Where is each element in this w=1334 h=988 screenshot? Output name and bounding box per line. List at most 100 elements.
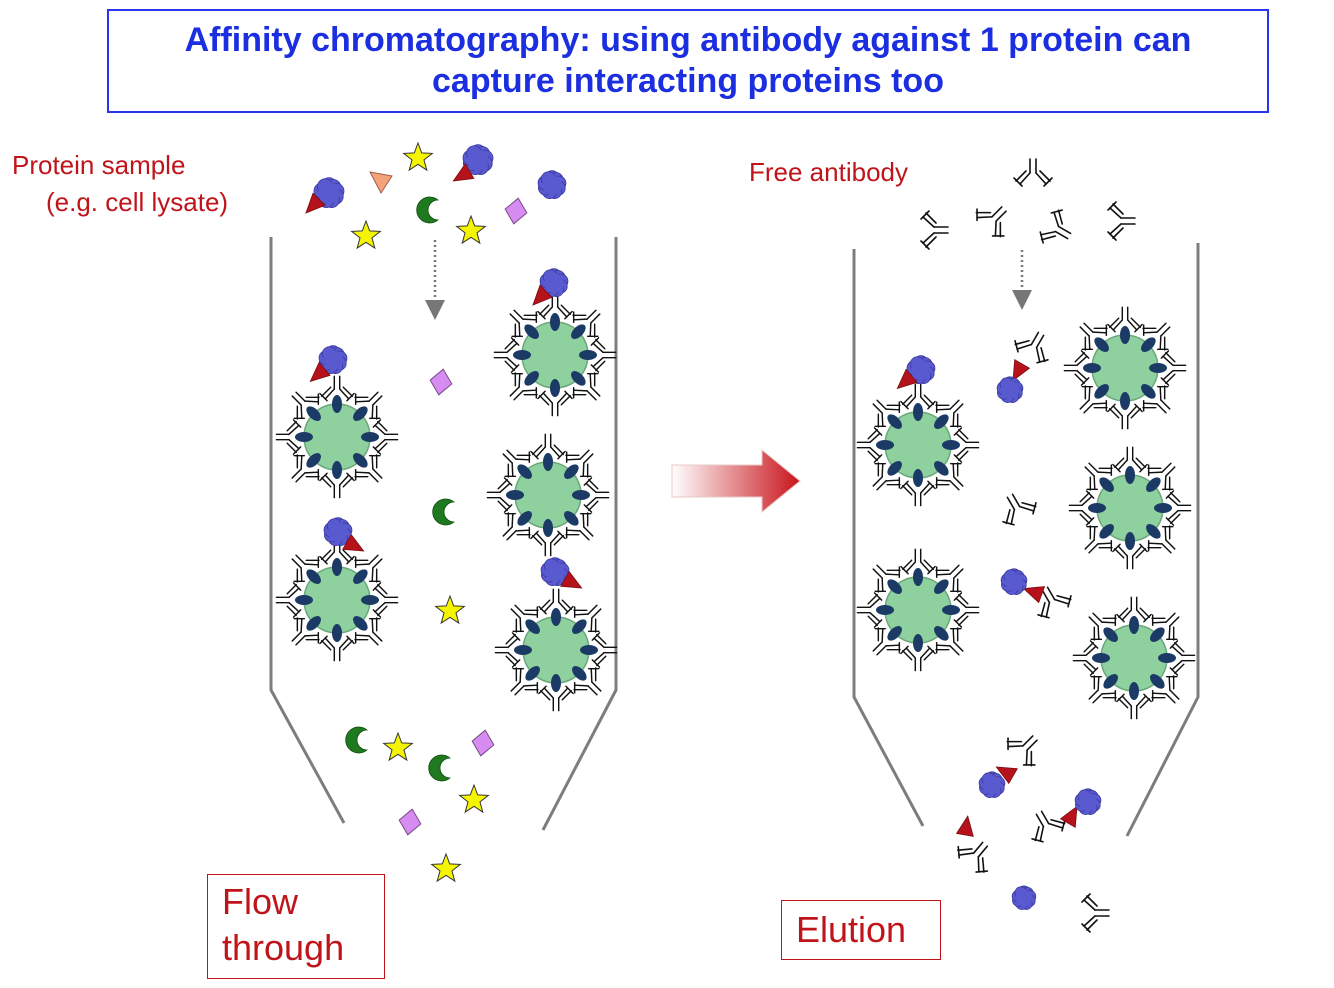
antibody-anchor bbox=[1129, 616, 1139, 634]
column-diamond bbox=[428, 367, 454, 396]
right-bead-2 bbox=[876, 568, 960, 652]
antibody-anchor bbox=[551, 608, 561, 626]
antibody-stem bbox=[1027, 740, 1037, 750]
antibody-stem bbox=[877, 481, 886, 490]
antibody-stem bbox=[511, 682, 520, 691]
flowthrough-crescent-1 bbox=[346, 727, 367, 753]
free-antibody-icon bbox=[971, 196, 1017, 242]
antibody-anchor bbox=[913, 568, 923, 586]
antibody-anchor bbox=[551, 674, 561, 692]
antibody-stem bbox=[950, 565, 959, 574]
antibody-anchor bbox=[550, 379, 560, 397]
antibody-stem bbox=[1042, 811, 1049, 823]
right-bead-4 bbox=[1088, 466, 1172, 550]
antibody-arm-tip bbox=[976, 866, 987, 877]
eluate-antibody-icon bbox=[1023, 803, 1069, 845]
eluate-antibody-icon bbox=[1082, 894, 1109, 932]
sample-star-3 bbox=[457, 216, 486, 243]
antibody-stem bbox=[1170, 617, 1179, 626]
antibody-stem bbox=[580, 450, 589, 459]
antibody-stem bbox=[873, 404, 882, 413]
bait-triangle bbox=[957, 815, 977, 837]
right-bead-1 bbox=[876, 403, 960, 487]
protein-core bbox=[1016, 890, 1033, 907]
antibody-stem bbox=[1170, 690, 1179, 699]
antibody-anchor bbox=[332, 624, 342, 642]
antibody-stem bbox=[978, 846, 987, 857]
antibody-stem bbox=[292, 396, 301, 405]
antibody-anchor bbox=[572, 490, 590, 500]
antibody-stem bbox=[877, 646, 886, 655]
antibody-stem bbox=[1162, 463, 1171, 472]
right-column-left-wall bbox=[854, 249, 923, 826]
antibody-stem bbox=[503, 527, 512, 536]
sample-star-2 bbox=[352, 221, 381, 248]
flowthrough-star-3 bbox=[432, 854, 461, 881]
antibody-stem bbox=[510, 387, 519, 396]
antibody-stem bbox=[514, 310, 523, 319]
antibody-anchor bbox=[332, 461, 342, 479]
antibody-anchor bbox=[543, 453, 553, 471]
left-bead-5 bbox=[514, 608, 598, 692]
antibody-stem bbox=[1056, 232, 1068, 239]
antibody-stem bbox=[1085, 540, 1094, 549]
antibody-anchor bbox=[913, 469, 923, 487]
antibody-stem bbox=[296, 636, 305, 645]
process-arrow bbox=[672, 450, 800, 512]
antibody-stem bbox=[369, 392, 378, 401]
antibody-anchor bbox=[1083, 363, 1101, 373]
protein-core bbox=[328, 522, 348, 542]
eluted-antibody-icon bbox=[1029, 579, 1075, 621]
antibody-stem bbox=[373, 632, 382, 641]
antibody-stem bbox=[587, 310, 596, 319]
antibody-anchor bbox=[332, 558, 342, 576]
antibody-stem bbox=[1161, 327, 1170, 336]
left-bead-4 bbox=[506, 453, 590, 537]
flowthrough-diamond-1 bbox=[470, 728, 496, 757]
flowthrough-star-1 bbox=[384, 733, 413, 760]
antibody-stem bbox=[1166, 694, 1175, 703]
antibody-stem bbox=[292, 632, 301, 641]
antibody-stem bbox=[1157, 404, 1166, 413]
antibody-stem bbox=[1089, 617, 1098, 626]
antibody-stem bbox=[877, 565, 886, 574]
antibody-stem bbox=[873, 642, 882, 651]
antibody-anchor bbox=[295, 432, 313, 442]
antibody-stem bbox=[369, 473, 378, 482]
antibody-stem bbox=[591, 314, 600, 323]
eluted-antibody-icon bbox=[1011, 324, 1057, 366]
antibody-anchor bbox=[942, 440, 960, 450]
antibody-stem bbox=[1031, 332, 1038, 344]
antibody-stem bbox=[877, 400, 886, 409]
antibody-stem bbox=[1089, 463, 1098, 472]
eluted-target-protein bbox=[1001, 569, 1027, 595]
protein-core bbox=[911, 360, 931, 380]
antibody-anchor bbox=[1149, 363, 1167, 373]
antibody-stem bbox=[954, 642, 963, 651]
right-bead-3 bbox=[1083, 326, 1167, 410]
antibody-stem bbox=[1080, 327, 1089, 336]
antibody-stem bbox=[584, 527, 593, 536]
protein-core bbox=[319, 183, 340, 204]
antibody-stem bbox=[515, 686, 524, 695]
free-antibody-icon bbox=[1014, 159, 1052, 186]
antibody-anchor bbox=[876, 440, 894, 450]
antibody-anchor bbox=[1088, 503, 1106, 513]
antibody-stem bbox=[954, 404, 963, 413]
antibody-anchor bbox=[1125, 466, 1135, 484]
antibody-anchor bbox=[1120, 326, 1130, 344]
antibody-stem bbox=[369, 636, 378, 645]
antibody-stem bbox=[1084, 323, 1093, 332]
antibody-stem bbox=[950, 646, 959, 655]
antibody-stem bbox=[992, 207, 1002, 217]
antibody-stem bbox=[974, 842, 983, 853]
diagram-layer bbox=[271, 143, 1198, 932]
antibody-stem bbox=[1042, 590, 1049, 602]
antibody-stem bbox=[1084, 404, 1093, 413]
antibody-anchor bbox=[913, 634, 923, 652]
antibody-anchor bbox=[580, 645, 598, 655]
antibody-stem bbox=[950, 481, 959, 490]
antibody-arm-tip bbox=[1002, 738, 1013, 749]
antibody-stem bbox=[954, 569, 963, 578]
